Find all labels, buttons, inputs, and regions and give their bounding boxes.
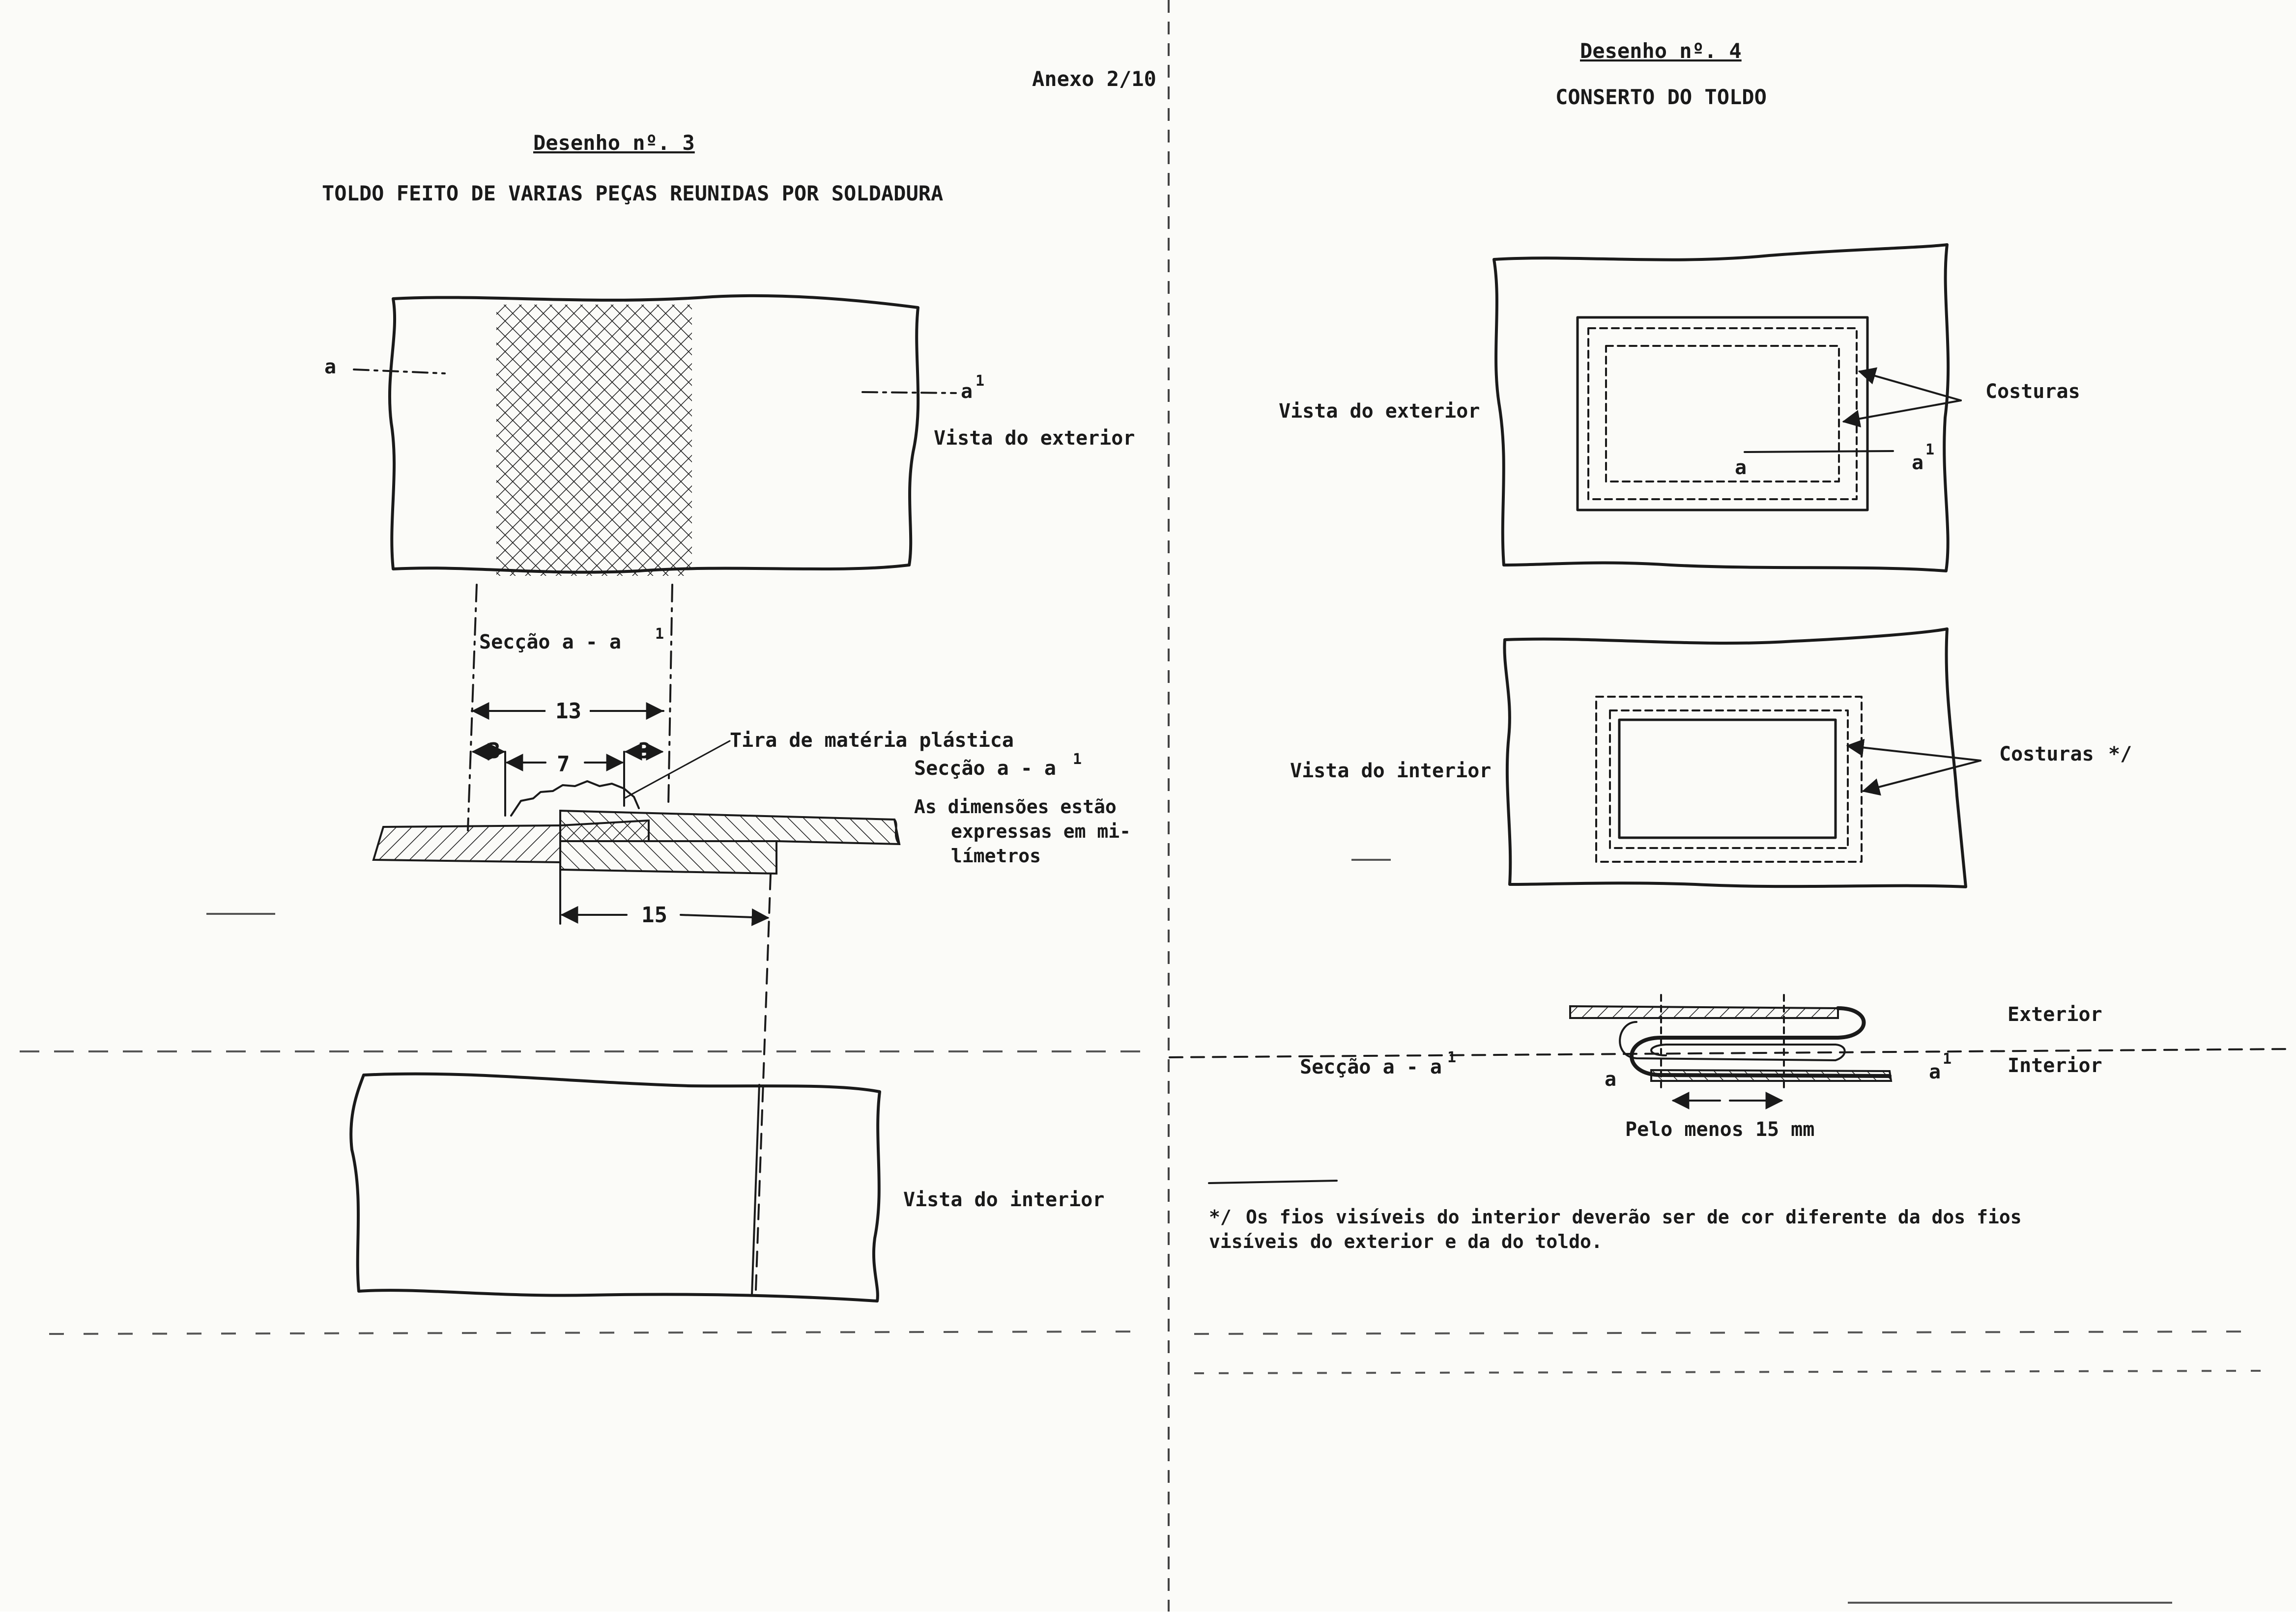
upper-sheet xyxy=(559,809,901,846)
plastic-strip-label: Tira de matéria plástica xyxy=(730,729,1014,752)
footnote-mark: */ xyxy=(1209,1206,1232,1228)
drawing3-title: TOLDO FEITO DE VARIAS PEÇAS REUNIDAS POR… xyxy=(322,181,943,205)
interior-view-label-4: Vista do interior xyxy=(1290,760,1491,782)
interior-seam-outer xyxy=(1595,696,1863,863)
lower-sheet xyxy=(372,824,561,864)
projection-line-right xyxy=(667,584,673,807)
projection-line-interior xyxy=(755,874,772,1291)
plastic-strip xyxy=(510,780,640,817)
scan-artifacts xyxy=(20,859,2261,1604)
exterior-side-label: Exterior xyxy=(2008,1003,2102,1026)
footnote-line2: visíveis do exterior e da do toldo. xyxy=(1209,1231,1603,1252)
dimension-13: 13 xyxy=(555,699,581,724)
drawing3-interior-view: Vista do interior xyxy=(349,1072,1104,1303)
dimensions-note-line3: límetros xyxy=(951,845,1041,867)
dimension-3-left: 3 xyxy=(488,738,501,764)
exterior-seam-inner xyxy=(1605,345,1840,482)
drawing4-interior-view: Costuras */ Vista do interior xyxy=(1290,627,2132,888)
section-line-left xyxy=(353,368,446,374)
section-label-4-sup: 1 xyxy=(1447,1049,1456,1066)
interior-panel-outline xyxy=(1503,627,1967,888)
interior-patch-outline xyxy=(1618,718,1837,839)
exterior-panel-outline xyxy=(1492,243,1950,572)
section-label-a1-4-sup: 1 xyxy=(1943,1050,1952,1068)
section-upper-label: Secção a - a xyxy=(479,631,621,653)
dimension-7: 7 xyxy=(557,752,570,777)
projection-line-left xyxy=(467,584,478,831)
footnote: */ Os fios visíveis do interior deverão … xyxy=(1208,1180,2022,1252)
exterior-patch-outer xyxy=(1576,316,1869,511)
seams-star-mark: */ xyxy=(2108,743,2132,765)
exterior-view-outline xyxy=(388,294,920,574)
annex-number: Anexo 2/10 xyxy=(1032,67,1156,91)
exterior-section-line xyxy=(1744,450,1894,453)
exterior-label-a: a xyxy=(1735,456,1747,479)
footnote-rule xyxy=(1208,1180,1338,1184)
seams-star-arrow-2 xyxy=(1862,760,1981,796)
drawing3-cross-section: Secção a - a 1 13 3 7 3 Tira de matéria … xyxy=(372,625,1131,928)
seams-star-label: Costuras xyxy=(1999,743,2094,765)
dimensions-note-line2: expressas em mi- xyxy=(951,821,1131,842)
at-least-label: Pelo menos 15 mm xyxy=(1625,1118,1814,1141)
seams-arrow-1 xyxy=(1858,367,1962,401)
section-label-a: a xyxy=(324,356,336,378)
dimension-3-right: 3 xyxy=(638,738,651,764)
dimensions-note-line1: As dimensões estão xyxy=(914,796,1117,818)
section-cut-line xyxy=(1169,1048,2291,1058)
drawing3-exterior-view: a a 1 Vista do exterior xyxy=(324,294,1135,576)
plastic-strip-leader xyxy=(623,740,731,799)
seams-label: Costuras xyxy=(1985,380,2080,403)
exterior-seam-outer xyxy=(1587,327,1858,500)
drawing4-section: Pelo menos 15 mm Exterior Interior Secçã… xyxy=(1169,994,2291,1141)
interior-view-label: Vista do interior xyxy=(903,1189,1104,1211)
section-right-label: Secção a - a xyxy=(914,757,1056,780)
section-label-a-4: a xyxy=(1605,1068,1616,1091)
inner-fabric xyxy=(1650,1069,1893,1082)
inner-fold xyxy=(1619,1021,1846,1061)
section-line-right xyxy=(861,391,957,394)
interior-seam-inner xyxy=(1609,709,1849,849)
exterior-view-label-4: Vista do exterior xyxy=(1279,400,1480,423)
section-label-a1-4: a xyxy=(1929,1061,1941,1083)
weld-zone-crosshatch xyxy=(496,305,692,576)
section-label-4: Secção a - a xyxy=(1300,1056,1442,1078)
drawing4-exterior-view: a a 1 Costuras Vista do exterior xyxy=(1279,243,2080,572)
drawing4-number: Desenho nº. 4 xyxy=(1580,39,1742,63)
interior-side-label: Interior xyxy=(2008,1054,2102,1077)
overlap-zone xyxy=(559,840,777,875)
exterior-label-a1-sup: 1 xyxy=(1925,441,1934,458)
outer-fabric xyxy=(1569,1005,1839,1019)
section-right-sup: 1 xyxy=(1073,751,1082,768)
section-label-a1: a xyxy=(961,380,973,403)
seams-star-arrow-1 xyxy=(1846,738,1981,762)
drawing4-title: CONSERTO DO TOLDO xyxy=(1555,85,1767,109)
exterior-view-label: Vista do exterior xyxy=(934,427,1135,450)
interior-view-outline xyxy=(349,1072,881,1303)
drawing3-number: Desenho nº. 3 xyxy=(533,131,695,155)
section-label-a1-sup: 1 xyxy=(976,372,984,390)
exterior-label-a1: a xyxy=(1912,452,1923,474)
seams-arrow-2 xyxy=(1842,399,1962,427)
footnote-line1: Os fios visíveis do interior deverão ser… xyxy=(1246,1206,2022,1228)
interior-seam-line xyxy=(751,1084,760,1296)
section-upper-sup: 1 xyxy=(655,625,664,643)
dimension-15: 15 xyxy=(641,903,667,928)
